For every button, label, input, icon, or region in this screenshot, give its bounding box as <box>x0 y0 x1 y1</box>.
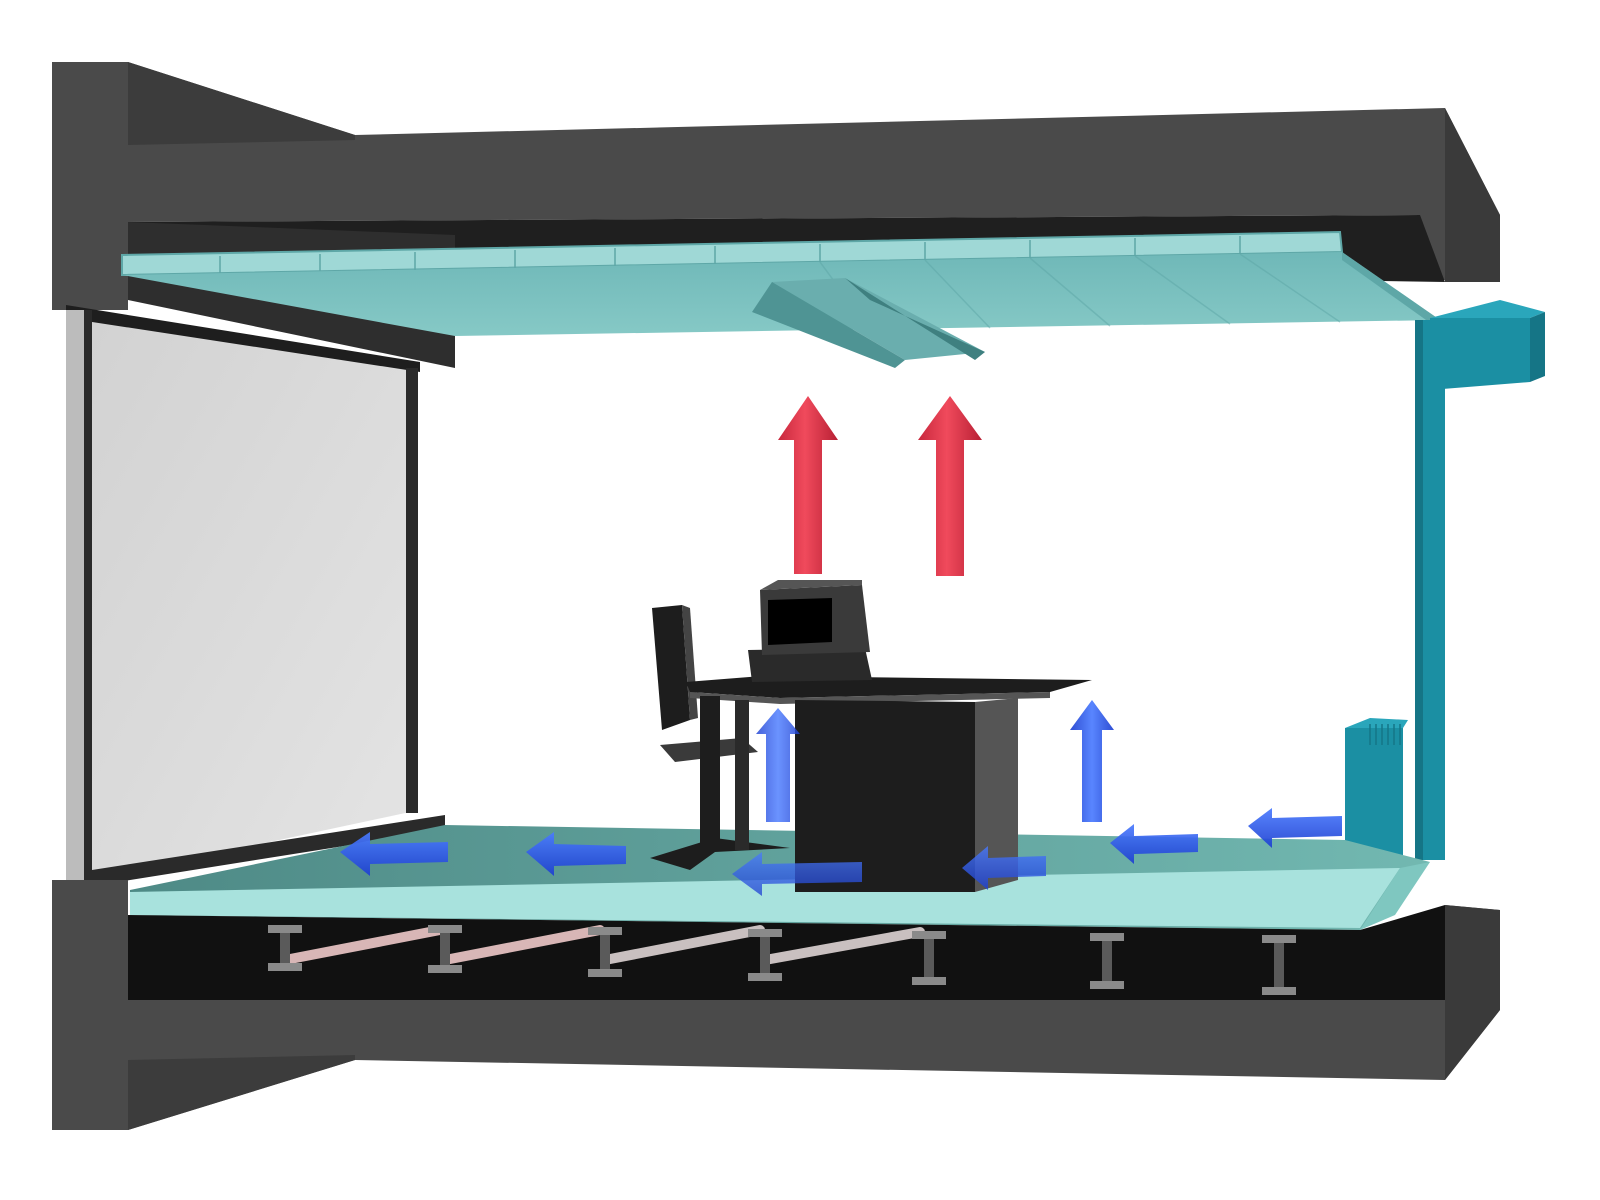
ceiling-panel-seams <box>219 236 1341 331</box>
window-glass <box>92 318 410 880</box>
desk-left-leg-front <box>735 700 749 850</box>
window-mullion-left <box>66 310 88 880</box>
duct-box-top <box>1430 300 1545 318</box>
window-sill <box>92 815 445 886</box>
monitor-screen <box>768 598 832 645</box>
diffuser-left-flap <box>752 282 905 368</box>
arrow-left-icon <box>962 846 1046 890</box>
i-beam-4 <box>748 929 782 981</box>
monitor-base <box>748 648 872 682</box>
supply-unit-grille <box>1369 724 1401 745</box>
i-beam-1 <box>268 925 302 971</box>
raised-floor-right-edge <box>1360 862 1430 930</box>
office-desk <box>686 676 1092 892</box>
window-mullion-right <box>406 368 418 813</box>
chair-backrest <box>652 605 690 730</box>
i-beam-5 <box>912 931 946 985</box>
arrow-up-icon <box>778 396 838 574</box>
lower-slab-bevel <box>128 1055 355 1130</box>
ceiling-panel-right-edge <box>1342 252 1440 330</box>
arrow-up-icon <box>756 708 800 822</box>
desk-top-surface <box>686 676 1092 698</box>
cool-air-rising <box>756 700 1114 822</box>
arrow-left-icon <box>732 852 862 896</box>
i-beam-2 <box>428 925 462 973</box>
arrow-up-icon <box>1070 700 1114 822</box>
upper-slab-top <box>128 62 1500 280</box>
upper-slab-bevel <box>128 62 355 145</box>
arrow-left-icon <box>1248 808 1342 848</box>
upper-slab-left-column <box>52 62 128 310</box>
diffuser-body <box>772 278 985 360</box>
lower-slab-left-column <box>52 880 128 1130</box>
raised-floor-front-edge <box>130 868 1400 928</box>
i-beam-7 <box>1262 935 1296 995</box>
arrow-up-icon <box>918 396 982 576</box>
arrow-left-icon <box>526 832 626 876</box>
window-frame-top <box>66 305 420 372</box>
arrow-left-icon <box>340 832 448 876</box>
desk-pedestal-side <box>975 698 1018 892</box>
floor-joists <box>268 925 1296 995</box>
duct-riser-shade <box>1415 320 1423 860</box>
desk-pedestal-front <box>795 700 975 892</box>
arrow-left-icon <box>1110 824 1198 864</box>
i-beam-3 <box>588 927 622 977</box>
upper-slab-right-face <box>1445 108 1500 282</box>
window-mullion-left-edge <box>84 310 92 880</box>
diffuser-right-flap <box>845 278 985 360</box>
desk-top-edge <box>690 692 1050 704</box>
window-wall <box>66 305 445 886</box>
duct-box-front <box>1430 310 1530 390</box>
cool-air-flow <box>340 808 1342 896</box>
desk-left-leg <box>700 696 720 846</box>
joist-channels <box>280 925 925 965</box>
supply-duct <box>1415 300 1545 860</box>
i-beam-6 <box>1090 933 1124 989</box>
lower-slab-body <box>128 905 1500 1130</box>
supply-unit-top <box>1345 718 1408 728</box>
computer-monitor <box>748 580 872 682</box>
duct-box-side <box>1530 312 1545 382</box>
ceiling-exhaust-diffuser <box>752 278 985 368</box>
warm-air-flow <box>778 396 982 576</box>
monitor-top <box>760 580 862 590</box>
chair-base <box>650 838 790 870</box>
lower-slab-right-face <box>1445 905 1500 1080</box>
